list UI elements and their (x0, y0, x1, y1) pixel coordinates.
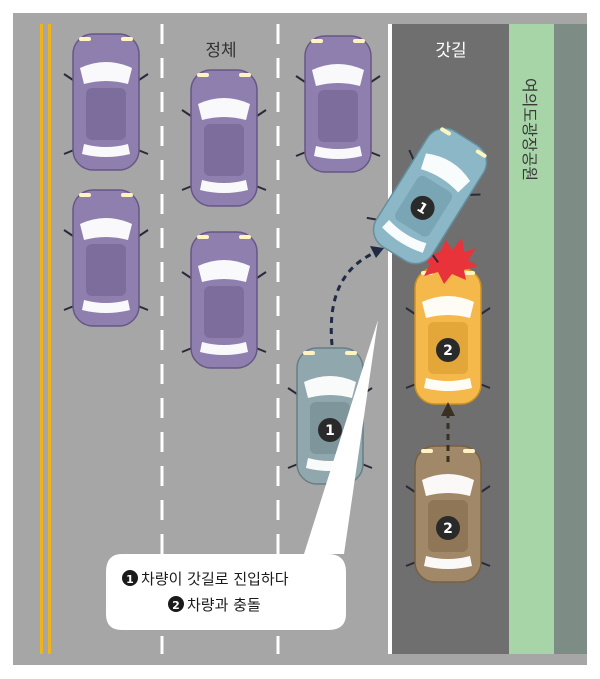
shoulder-label: 갓길 (435, 41, 466, 61)
car-2-start-marker (436, 516, 460, 540)
car-2-marker (436, 338, 460, 362)
car-1-marker (410, 195, 435, 220)
car-1-start-marker-text: 1 (325, 423, 335, 439)
callout-marker-1-text: 1 (126, 573, 134, 586)
collision-burst (418, 238, 478, 284)
parked-car-1 (63, 33, 149, 171)
car-2: 2 (405, 267, 491, 405)
parked-car-3 (295, 35, 381, 173)
parked-car-2 (181, 69, 267, 207)
callout-line-2: 2 차량과 충돌 (168, 596, 261, 614)
callout-line-1: 1 차량이 갓길로 진입하다 (122, 570, 289, 588)
center-line-left (40, 24, 43, 654)
park-label: 여의도광장공원 (520, 78, 539, 181)
car-1-path-arrow (329, 250, 377, 346)
car-1-start-marker (318, 418, 342, 442)
callout-marker-2 (168, 596, 184, 612)
callout-marker-2-text: 2 (172, 599, 180, 612)
callout-marker-1 (122, 570, 138, 586)
car-1: 1 (366, 127, 488, 265)
callout-text-1: 차량이 갓길로 진입하다 (141, 570, 289, 588)
callout-bubble (106, 320, 378, 630)
park-strip (509, 24, 554, 654)
parked-car-5 (181, 231, 267, 369)
car-1-path-arrowhead (370, 246, 384, 258)
car-2-start: 2 (405, 445, 491, 583)
congestion-label: 정체 (205, 41, 236, 61)
car-2-marker-text: 2 (443, 343, 453, 359)
center-line-right (48, 24, 51, 654)
car-2-path-arrowhead (441, 402, 455, 416)
car-2-start-marker-text: 2 (443, 521, 453, 537)
parked-car-4 (63, 189, 149, 327)
outer-edge (554, 24, 587, 654)
edge-line (388, 24, 392, 654)
callout-text-2: 차량과 충돌 (187, 596, 261, 614)
